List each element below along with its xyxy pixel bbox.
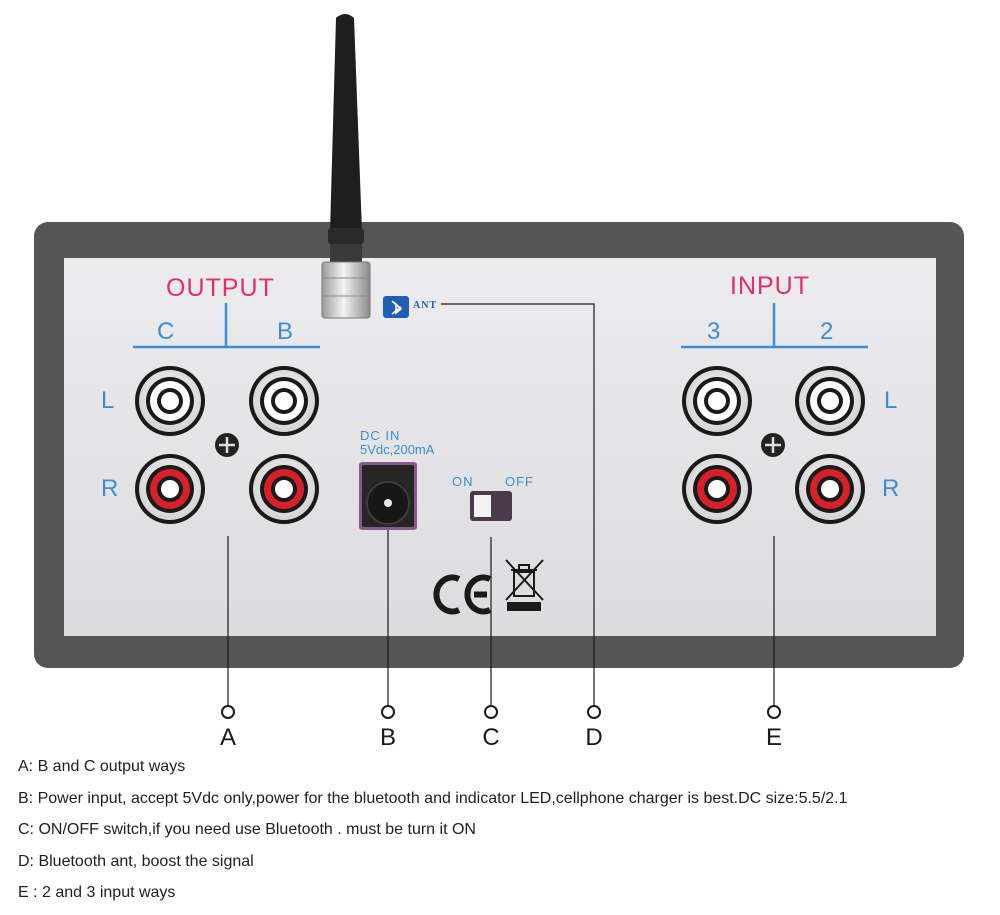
right-side-label-output: R: [101, 475, 119, 502]
output-b-left-jack[interactable]: [249, 366, 319, 436]
dc-in-label: DC IN: [360, 428, 401, 443]
output-channel-c: C: [157, 318, 175, 345]
output-bracket: [133, 303, 320, 349]
output-c-left-jack[interactable]: [135, 366, 205, 436]
left-side-label-output: L: [101, 387, 115, 414]
input-3-left-jack[interactable]: [682, 366, 752, 436]
note-e: E : 2 and 3 input ways: [18, 884, 176, 901]
weee-bin-icon: [505, 559, 544, 611]
input-title: INPUT: [730, 272, 810, 300]
input-channel-3: 3: [707, 318, 721, 345]
left-side-label-input: L: [884, 387, 898, 414]
output-b-right-jack[interactable]: [249, 454, 319, 524]
callout-a: A: [219, 724, 236, 751]
output-channel-b: B: [277, 318, 294, 345]
antenna-icon: [321, 14, 371, 319]
output-title: OUTPUT: [166, 274, 275, 302]
output-c-right-jack[interactable]: [135, 454, 205, 524]
input-2-left-jack[interactable]: [795, 366, 865, 436]
input-channel-2: 2: [820, 318, 834, 345]
ground-screw-icon: [761, 433, 785, 457]
note-d: D: Bluetooth ant, boost the signal: [18, 852, 254, 870]
note-b: B: Power input, accept 5Vdc only,power f…: [18, 789, 848, 807]
dc-jack-icon[interactable]: [359, 462, 417, 530]
callout-e: E: [765, 724, 782, 751]
switch-off-label: OFF: [505, 474, 534, 489]
note-c: C: ON/OFF switch,if you need use Bluetoo…: [18, 821, 476, 838]
input-2-right-jack[interactable]: [795, 454, 865, 524]
input-3-right-jack[interactable]: [682, 454, 752, 524]
input-bracket: [681, 303, 868, 349]
antenna-label: ANT: [413, 300, 438, 311]
toggle-switch-icon[interactable]: [470, 491, 512, 521]
ce-mark: [433, 574, 492, 615]
notes-list: A: B and C output ways B: Power input, a…: [18, 756, 848, 914]
bluetooth-icon: [383, 296, 409, 318]
callout-b: B: [379, 724, 396, 751]
callout-markers: [221, 705, 781, 719]
callout-d: D: [585, 724, 603, 751]
note-a: A: B and C output ways: [18, 758, 186, 775]
ground-screw-icon: [215, 433, 239, 457]
callout-c: C: [482, 724, 500, 751]
dc-rating-label: 5Vdc,200mA: [360, 442, 435, 457]
device-plate: [64, 258, 936, 636]
switch-on-label: ON: [452, 474, 474, 489]
right-side-label-input: R: [882, 475, 900, 502]
callout-leaders: [227, 303, 775, 705]
